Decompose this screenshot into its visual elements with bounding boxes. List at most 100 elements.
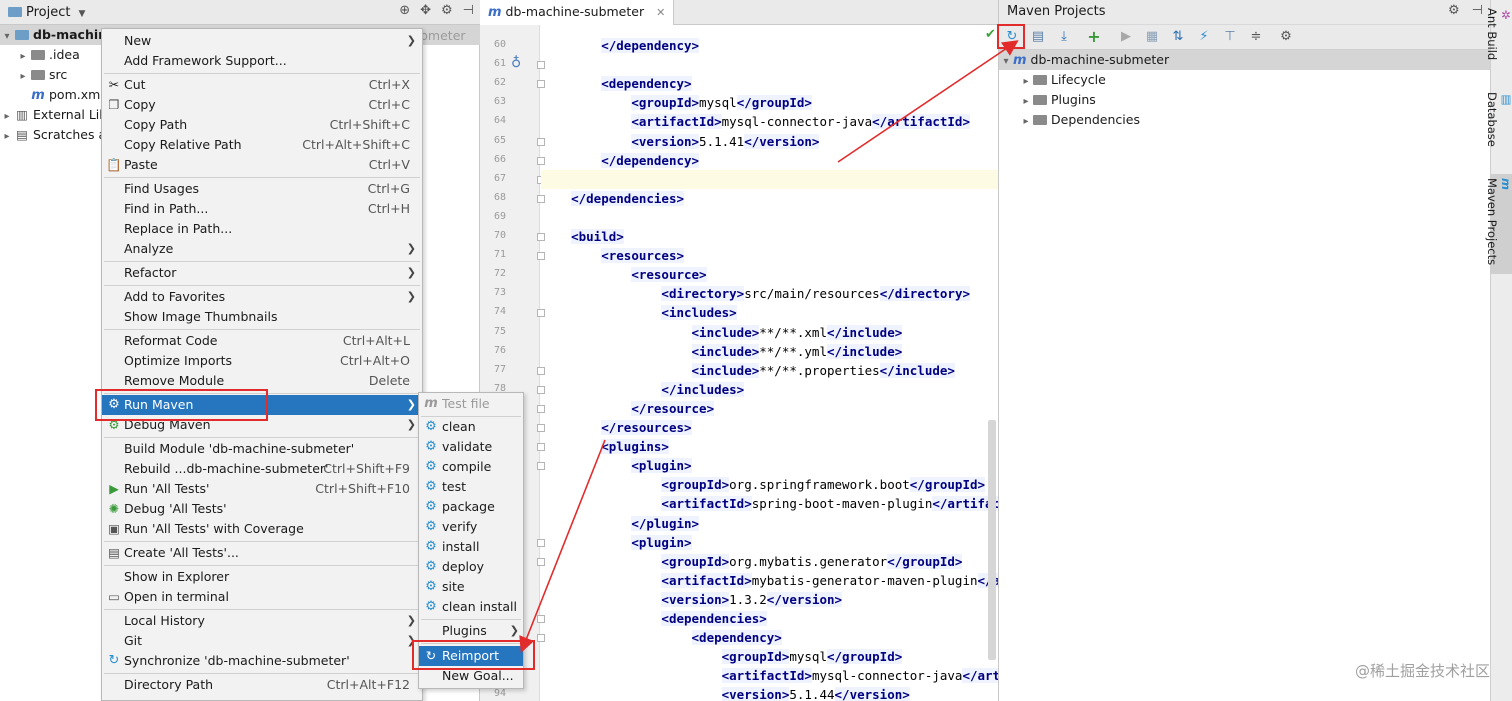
submenu-item-reimport[interactable]: ↻Reimport: [419, 646, 523, 666]
collapse-all-icon[interactable]: ≑: [1250, 29, 1262, 44]
code-line[interactable]: </dependency>: [541, 151, 998, 170]
submenu-goal-verify[interactable]: ⚙verify: [419, 517, 523, 537]
stripe-ant-build[interactable]: ✲Ant Build: [1485, 4, 1512, 84]
expand-arrow-icon[interactable]: ▸: [4, 131, 10, 142]
code-line[interactable]: <artifactId>spring-boot-maven-plugin</ar…: [541, 494, 998, 513]
code-line[interactable]: <includes>: [541, 303, 998, 322]
menu-item-analyze[interactable]: Analyze❯: [102, 239, 422, 259]
menu-item-create-all-tests[interactable]: ▤Create 'All Tests'...: [102, 543, 422, 563]
code-line[interactable]: <include>**/**.properties</include>: [541, 361, 998, 380]
expand-arrow-icon[interactable]: ▸: [20, 71, 26, 82]
menu-item-find-in-path[interactable]: Find in Path...Ctrl+H: [102, 199, 422, 219]
code-line[interactable]: <artifactId>mysql-connector-java</artifa…: [541, 112, 998, 131]
settings-icon[interactable]: ⚙: [1280, 29, 1292, 44]
code-line[interactable]: <groupId>mysql</groupId>: [541, 93, 998, 112]
code-line[interactable]: <resources>: [541, 246, 998, 265]
menu-item-run-maven[interactable]: ⚙Run Maven❯: [102, 395, 422, 415]
code-line[interactable]: <groupId>org.springframework.boot</group…: [541, 475, 998, 494]
fold-marker-icon[interactable]: [537, 424, 545, 432]
submenu-item-plugins[interactable]: Plugins❯: [419, 621, 523, 641]
submenu-goal-clean-install[interactable]: ⚙clean install: [419, 597, 523, 617]
code-line[interactable]: <version>1.3.2</version>: [541, 590, 998, 609]
gear-icon[interactable]: ⚙: [1448, 3, 1460, 18]
code-line[interactable]: <include>**/**.yml</include>: [541, 342, 998, 361]
submenu-goal-site[interactable]: ⚙site: [419, 577, 523, 597]
menu-item-git[interactable]: Git❯: [102, 631, 422, 651]
menu-item-show-in-explorer[interactable]: Show in Explorer: [102, 567, 422, 587]
fold-marker-icon[interactable]: [537, 385, 545, 394]
tab-pom-xml[interactable]: m db-machine-submeter ✕: [480, 0, 675, 25]
code-line[interactable]: <version>5.1.41</version>: [541, 132, 998, 151]
fold-marker-icon[interactable]: [537, 233, 545, 241]
code-line[interactable]: </dependency>: [541, 36, 998, 55]
code-line[interactable]: [541, 208, 998, 227]
code-line[interactable]: </plugin>: [541, 514, 998, 533]
submenu-goal-deploy[interactable]: ⚙deploy: [419, 557, 523, 577]
submenu-goal-validate[interactable]: ⚙validate: [419, 437, 523, 457]
stripe-database[interactable]: ▥Database: [1485, 88, 1512, 170]
menu-item-open-in-terminal[interactable]: ▭Open in terminal: [102, 587, 422, 607]
code-line[interactable]: <version>5.1.44</version>: [541, 685, 998, 701]
download-icon[interactable]: ⤓: [1061, 29, 1067, 44]
code-line[interactable]: <plugin>: [541, 456, 998, 475]
code-line[interactable]: </dependencies>: [541, 189, 998, 208]
code-line[interactable]: <dependencies>: [541, 609, 998, 628]
maven-node-lifecycle[interactable]: ▸Lifecycle: [999, 70, 1491, 90]
menu-item-replace-in-path[interactable]: Replace in Path...: [102, 219, 422, 239]
maven-node-plugins[interactable]: ▸Plugins: [999, 90, 1491, 110]
submenu-item-new-goal[interactable]: New Goal...: [419, 666, 523, 686]
hide-icon[interactable]: ⊣: [462, 3, 474, 18]
menu-item-run-all-tests[interactable]: ▶Run 'All Tests'Ctrl+Shift+F10: [102, 479, 422, 499]
chevron-right-icon[interactable]: ▸: [1023, 96, 1029, 107]
chevron-right-icon[interactable]: ▸: [1023, 76, 1029, 87]
code-line[interactable]: <plugin>: [541, 533, 998, 552]
submenu-goal-install[interactable]: ⚙install: [419, 537, 523, 557]
menu-item-synchronize[interactable]: ↻Synchronize 'db-machine-submeter': [102, 651, 422, 671]
code-line[interactable]: <dependency>: [541, 628, 998, 647]
code-line[interactable]: <include>**/**.xml</include>: [541, 323, 998, 342]
expand-arrow-icon[interactable]: ▸: [4, 111, 10, 122]
tree-item-scratches[interactable]: ▸▤Scratches ar: [0, 125, 480, 145]
target-icon[interactable]: ⊕: [399, 3, 411, 18]
close-icon[interactable]: ✕: [656, 6, 666, 19]
code-line[interactable]: <build>: [541, 227, 998, 246]
code-line[interactable]: <groupId>mysql</groupId>: [541, 647, 998, 666]
code-line[interactable]: </resources>: [541, 418, 998, 437]
chevron-right-icon[interactable]: ▸: [1023, 116, 1029, 127]
fold-marker-icon[interactable]: [537, 309, 545, 318]
maven-node-dependencies[interactable]: ▸Dependencies: [999, 110, 1491, 130]
expand-arrow-icon[interactable]: ▾: [4, 31, 10, 42]
fold-marker-icon[interactable]: [537, 404, 545, 413]
code-line[interactable]: <plugins>: [541, 437, 998, 456]
menu-item-debug-all-tests[interactable]: ✺Debug 'All Tests': [102, 499, 422, 519]
settings-split-icon[interactable]: ✥: [420, 3, 432, 18]
toggle-offline-icon[interactable]: ⇅: [1172, 29, 1184, 44]
code-line[interactable]: <directory>src/main/resources</directory…: [541, 284, 998, 303]
skip-tests-icon[interactable]: ⚡: [1199, 29, 1209, 44]
generate-sources-icon[interactable]: ▤: [1031, 29, 1045, 44]
code-line[interactable]: <resource>: [541, 265, 998, 284]
submenu-goal-package[interactable]: ⚙package: [419, 497, 523, 517]
tree-item-external-libraries[interactable]: ▸▥External Lib: [0, 105, 480, 125]
run-icon[interactable]: ▶: [1121, 29, 1131, 44]
fold-marker-icon[interactable]: [537, 137, 545, 146]
menu-item-build-module[interactable]: Build Module 'db-machine-submeter': [102, 439, 422, 459]
add-icon[interactable]: +: [1087, 27, 1101, 46]
tree-item-src[interactable]: ▸src: [0, 65, 480, 85]
fold-marker-icon[interactable]: [537, 366, 545, 375]
menu-item-new[interactable]: New❯: [102, 31, 422, 51]
menu-item-local-history[interactable]: Local History❯: [102, 611, 422, 631]
menu-item-run-with-coverage[interactable]: ▣Run 'All Tests' with Coverage: [102, 519, 422, 539]
code-line[interactable]: </resource>: [541, 399, 998, 418]
fold-marker-icon[interactable]: [537, 80, 545, 89]
